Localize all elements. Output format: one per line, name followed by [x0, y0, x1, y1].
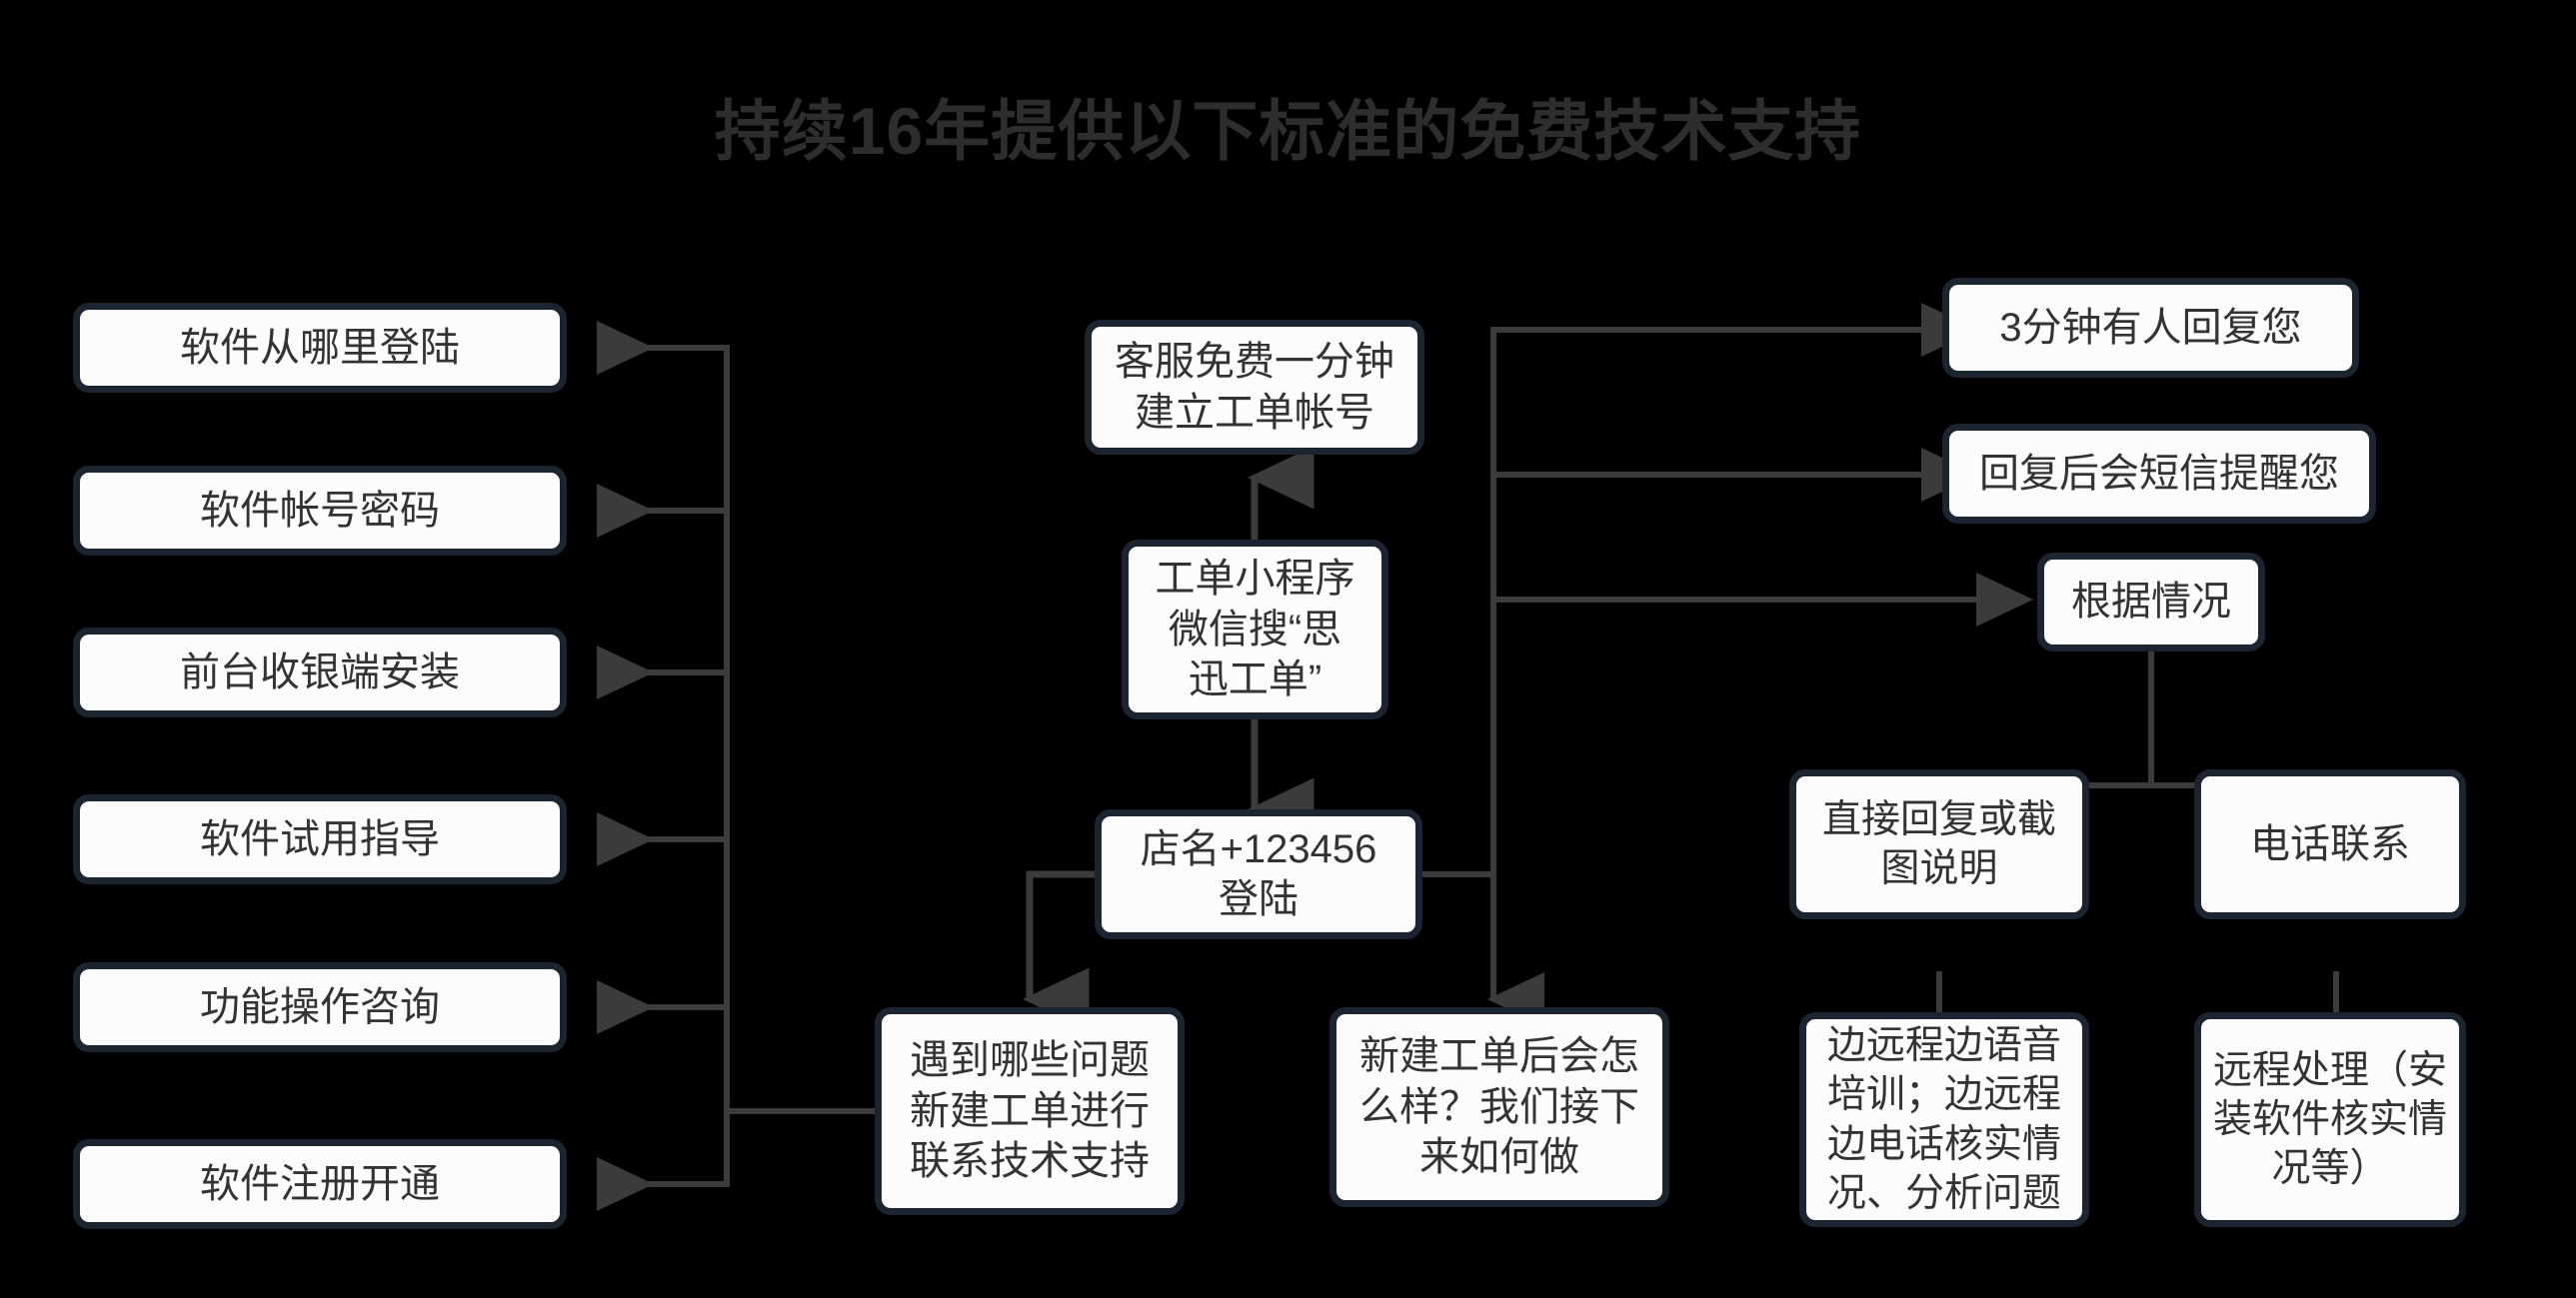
node-miniprogram[interactable]: 工单小程序 微信搜“思 迅工单” [1122, 540, 1388, 719]
node-remote-voice-training[interactable]: 边远程边语音 培训；边远程 边电话核实情 况、分析问题 [1799, 1012, 2089, 1227]
edge-group-left-fanout [597, 321, 880, 1211]
node-sms-notify[interactable]: 回复后会短信提醒您 [1942, 424, 2376, 524]
topic-register-activate[interactable]: 软件注册开通 [73, 1139, 567, 1229]
node-by-situation[interactable]: 根据情况 [2037, 553, 2265, 651]
node-after-ticket[interactable]: 新建工单后会怎 么样？我们接下 来如何做 [1329, 1007, 1669, 1207]
page-title: 持续16年提供以下标准的免费技术支持 [714, 94, 1862, 168]
edge-to-topic-register-activate [597, 1111, 730, 1211]
topic-account-password[interactable]: 软件帐号密码 [73, 466, 567, 556]
edge-to-topic-login-location [597, 321, 730, 1111]
node-create-account[interactable]: 客服免费一分钟 建立工单帐号 [1085, 320, 1424, 455]
node-remote-handling[interactable]: 远程处理（安 装软件核实情 况等） [2194, 1012, 2466, 1227]
edge-group-right-fanout [1422, 303, 2033, 1026]
node-login-credentials[interactable]: 店名+123456 登陆 [1095, 809, 1422, 939]
topic-login-location[interactable]: 软件从哪里登陆 [73, 303, 567, 393]
topic-pos-install[interactable]: 前台收银端安装 [73, 628, 567, 717]
node-phone-contact[interactable]: 电话联系 [2194, 769, 2466, 919]
node-reply-3min[interactable]: 3分钟有人回复您 [1942, 278, 2359, 378]
topic-feature-consult[interactable]: 功能操作咨询 [73, 962, 567, 1052]
edge-login-to-problems [1023, 870, 1095, 1031]
node-direct-reply[interactable]: 直接回复或截 图说明 [1789, 769, 2089, 919]
node-problems[interactable]: 遇到哪些问题 新建工单进行 联系技术支持 [875, 1007, 1185, 1215]
topic-trial-guide[interactable]: 软件试用指导 [73, 794, 567, 884]
